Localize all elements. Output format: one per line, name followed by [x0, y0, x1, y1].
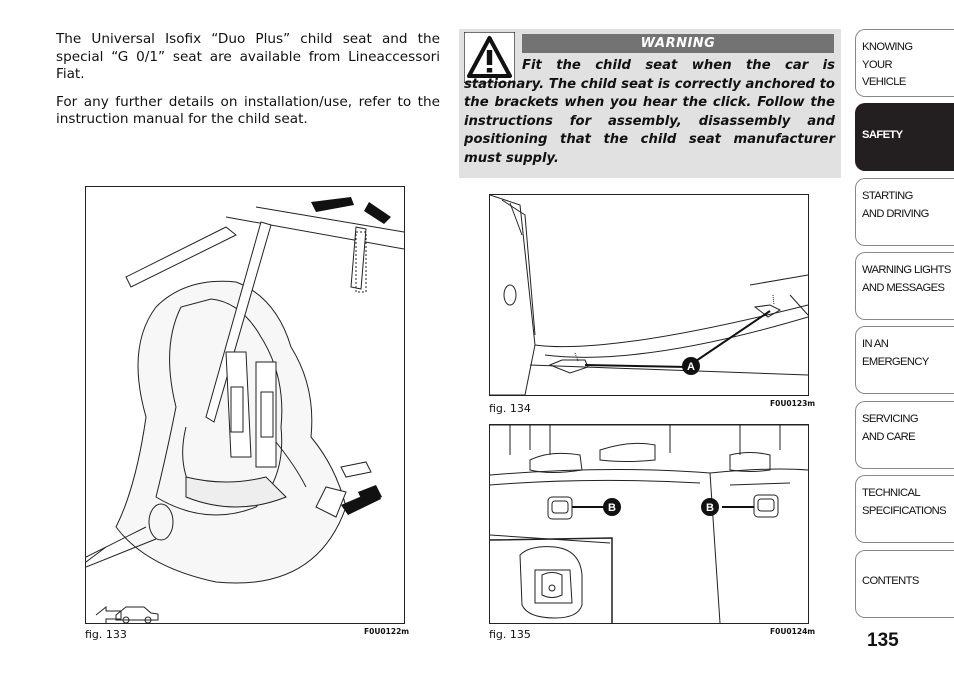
label-b-left: B: [608, 502, 616, 514]
rear-seat-illustration: B B: [489, 424, 809, 624]
intro-paragraph-1: The Universal Isofix “Duo Plus” child se…: [56, 31, 440, 82]
warning-title: WARNING: [522, 34, 834, 53]
child-seat-illustration: [85, 197, 405, 624]
figure-134-anchor-brackets: A: [489, 194, 809, 396]
label-a: A: [687, 361, 695, 373]
figure-133-caption: fig. 133: [85, 628, 127, 641]
label-a-marker: [682, 357, 700, 375]
page-number: 135: [867, 630, 899, 651]
warning-triangle-icon: [464, 32, 515, 83]
label-b-left-marker: [603, 498, 621, 516]
tab-warning-lights-and-messages[interactable]: WARNING LIGHTS AND MESSAGES: [855, 252, 954, 320]
figure-133-code: F0U0122m: [364, 627, 410, 636]
tab-knowing-your-vehicle[interactable]: KNOWING YOUR VEHICLE: [855, 29, 954, 97]
warning-text: Fit the child seat when the car is stati…: [464, 58, 835, 166]
anchor-detail-inset: [519, 546, 583, 619]
figure-135-rear-seat-anchors: B B: [489, 424, 809, 624]
figure-134-code: F0U0123m: [770, 399, 816, 408]
intro-paragraph-2: For any further details on installation/…: [56, 93, 440, 128]
anchor-brackets-illustration: A: [489, 194, 809, 396]
label-b-right-marker: [701, 498, 719, 516]
figure-135-caption: fig. 135: [489, 628, 531, 641]
label-b-right: B: [706, 502, 714, 514]
tab-contents[interactable]: CONTENTS: [855, 550, 954, 618]
tab-in-an-emergency[interactable]: IN AN EMERGENCY: [855, 326, 954, 394]
tab-starting-and-driving[interactable]: STARTING AND DRIVING: [855, 178, 954, 246]
car-orientation-icon: [95, 605, 159, 624]
intro-text: The Universal Isofix “Duo Plus” child se…: [56, 31, 440, 139]
tab-safety[interactable]: SAFETY: [855, 103, 954, 171]
figure-135-code: F0U0124m: [770, 627, 816, 636]
warning-box: WARNING Fit the child seat when the car …: [459, 29, 841, 178]
figure-134-caption: fig. 134: [489, 402, 531, 415]
tab-technical-specifications[interactable]: TECHNICAL SPECIFICATIONS: [855, 475, 954, 543]
tab-servicing-and-care[interactable]: SERVICING AND CARE: [855, 401, 954, 469]
figure-133-child-seat: [85, 186, 405, 624]
